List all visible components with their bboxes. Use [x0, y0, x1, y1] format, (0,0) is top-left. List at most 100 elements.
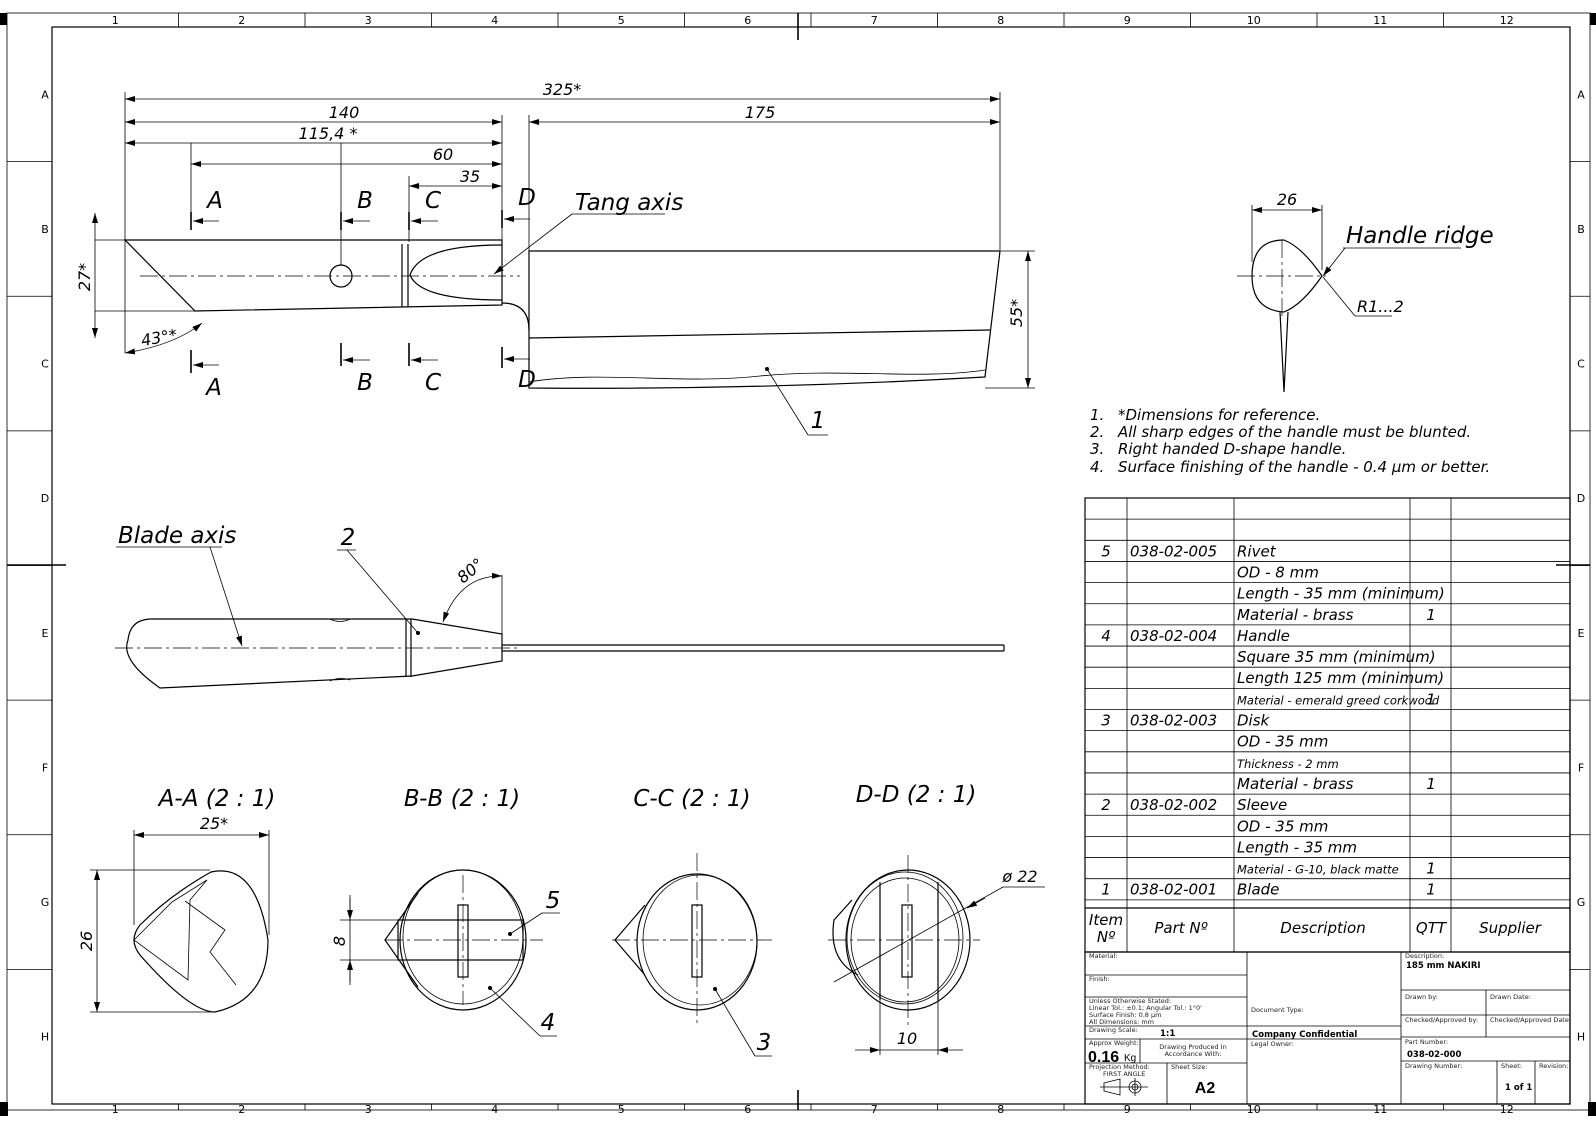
section-aa-title: A-A (2 : 1) [157, 786, 276, 812]
description-value: 185 mm NAKIRI [1406, 961, 1481, 971]
grid-row-label-right: A [1577, 88, 1585, 101]
tang-axis-label: Tang axis [575, 190, 683, 216]
grid-col-label-top: 8 [997, 14, 1004, 27]
grid-row-label-left: G [41, 896, 50, 909]
section-dd: D-D (2 : 1) 10 ø 22 [828, 782, 1045, 1055]
bom-cell-part: 038-02-001 [1130, 881, 1217, 899]
grid-col-label-top: 5 [618, 14, 625, 27]
sheet-size-value: A2 [1195, 1080, 1216, 1097]
weight-unit: Kg [1124, 1053, 1136, 1064]
ridge-radius: R1...2 [1357, 297, 1404, 316]
bom-cell-description: Length - 35 mm (minimum) [1237, 585, 1445, 603]
dim-overall: 325* [543, 80, 582, 99]
grid-col-label-bottom: 1 [112, 1103, 119, 1116]
checked-by-label: Checked/Approved by: [1405, 1016, 1478, 1024]
svg-text:C: C [425, 370, 441, 396]
bom-cell-description: OD - 35 mm [1237, 817, 1328, 835]
bom-cell-qty: 1 [1426, 860, 1436, 878]
bom-cell-item: 3 [1101, 712, 1111, 730]
corner-mark [1590, 13, 1596, 25]
grid-row-label-left: B [41, 223, 49, 236]
bom-cell-description: Handle [1237, 627, 1290, 645]
section-aa-outline [133, 870, 269, 1013]
bom-cell-description: Material - G-10, black matte [1237, 863, 1399, 877]
balloon-4: 4 [541, 1010, 556, 1036]
dim-angle: 43°* [139, 325, 178, 350]
grid-row-label-left: E [42, 627, 49, 640]
grid-col-label-bottom: 9 [1124, 1103, 1131, 1116]
dim-height-left: 27* [75, 263, 94, 291]
bom-cell-description: Length - 35 mm [1237, 838, 1357, 856]
handle-top-outline [126, 618, 503, 689]
section-cc: C-C (2 : 1) 3 [612, 786, 772, 1057]
section-bb: B-B (2 : 1) 8 5 4 [330, 786, 560, 1037]
sheet-label: Sheet: [1501, 1062, 1522, 1070]
part-number-label: Part Number: [1405, 1038, 1448, 1046]
balloon-3: 3 [757, 1030, 772, 1056]
grid-col-label-top: 10 [1247, 14, 1261, 27]
grid-row-label-right: D [1577, 492, 1585, 505]
dim-thirtyfive: 35 [460, 167, 480, 186]
grid-col-label-bottom: 6 [744, 1103, 751, 1116]
grid-col-label-top: 6 [744, 14, 751, 27]
first-angle-symbol-icon [1100, 1078, 1148, 1096]
section-aa: A-A (2 : 1) 25* 26 [77, 786, 276, 1013]
handle-ridge-label: Handle ridge [1346, 223, 1494, 249]
description-label: Description: [1405, 952, 1444, 960]
section-mark-c: C C [408, 188, 441, 396]
dim-tang: 115,4 * [299, 124, 358, 143]
tolerance-line-3: Surface Finish: 0.8 µm [1089, 1011, 1161, 1019]
bom-header-supplier: Supplier [1479, 919, 1542, 937]
note-1-num: 1. [1090, 406, 1104, 424]
bom-header-qty: QTT [1416, 919, 1448, 937]
produced-label-1: Drawing Produced In [1159, 1043, 1226, 1051]
bom-cell-qty: 1 [1426, 775, 1436, 793]
bom-cell-description: Sleeve [1237, 796, 1287, 814]
grid-col-label-bottom: 11 [1373, 1103, 1387, 1116]
finish-label: Finish: [1089, 975, 1110, 983]
dim-aa-width: 25* [200, 814, 228, 833]
weight-value: 0.16 [1088, 1049, 1119, 1066]
grid-col-label-bottom: 2 [238, 1103, 245, 1116]
grid-col-label-bottom: 4 [491, 1103, 498, 1116]
dim-aa-height: 26 [77, 931, 96, 951]
handle-side-outline [123, 239, 503, 312]
bom-header-description: Description [1280, 919, 1365, 937]
section-bb-title: B-B (2 : 1) [404, 786, 520, 812]
weight-label: Approx Weight: [1089, 1039, 1139, 1047]
grid-col-label-top: 3 [365, 14, 372, 27]
balloon-1: 1 [811, 408, 826, 434]
bom-cell-item: 2 [1101, 796, 1111, 814]
part-number-value: 038-02-000 [1407, 1050, 1461, 1060]
bom-cell-description: OD - 35 mm [1237, 733, 1328, 751]
checked-date-label: Checked/Approved Date: [1490, 1016, 1571, 1024]
svg-text:B: B [357, 370, 373, 396]
grid-col-label-top: 9 [1124, 14, 1131, 27]
svg-text:A: A [204, 375, 222, 401]
document-type-label: Document Type: [1251, 1006, 1304, 1014]
bom-cell-qty: 1 [1426, 606, 1436, 624]
tolerance-line-1: Unless Otherwise Stated: [1089, 997, 1171, 1005]
grid-row-label-right: H [1577, 1031, 1585, 1044]
grid-col-label-top: 4 [491, 14, 498, 27]
grid-row-label-right: C [1577, 358, 1585, 371]
sheet-size-label: Sheet Size: [1171, 1063, 1207, 1071]
dim-bb-height: 8 [330, 936, 349, 946]
scale-label: Drawing Scale: [1089, 1026, 1138, 1034]
corner-mark [0, 1102, 8, 1116]
bom-header-item-no: Nº [1097, 928, 1115, 946]
inner-border [51, 26, 1571, 1105]
dim-angle-80: 80° [453, 554, 487, 587]
drawing-number-label: Drawing Number: [1405, 1062, 1462, 1070]
section-mark-b: B B [340, 188, 373, 396]
scale-value: 1:1 [1160, 1029, 1175, 1039]
grid-col-label-top: 11 [1373, 14, 1387, 27]
material-label: Material: [1089, 952, 1118, 960]
handle-top-view: Blade axis 2 80° [115, 523, 1005, 689]
section-mark-d: D D [501, 185, 536, 393]
bom-cell-item: 5 [1101, 542, 1111, 560]
bom-cell-description: Material - brass [1237, 775, 1354, 793]
grid-col-label-bottom: 5 [618, 1103, 625, 1116]
svg-text:D: D [518, 185, 536, 211]
